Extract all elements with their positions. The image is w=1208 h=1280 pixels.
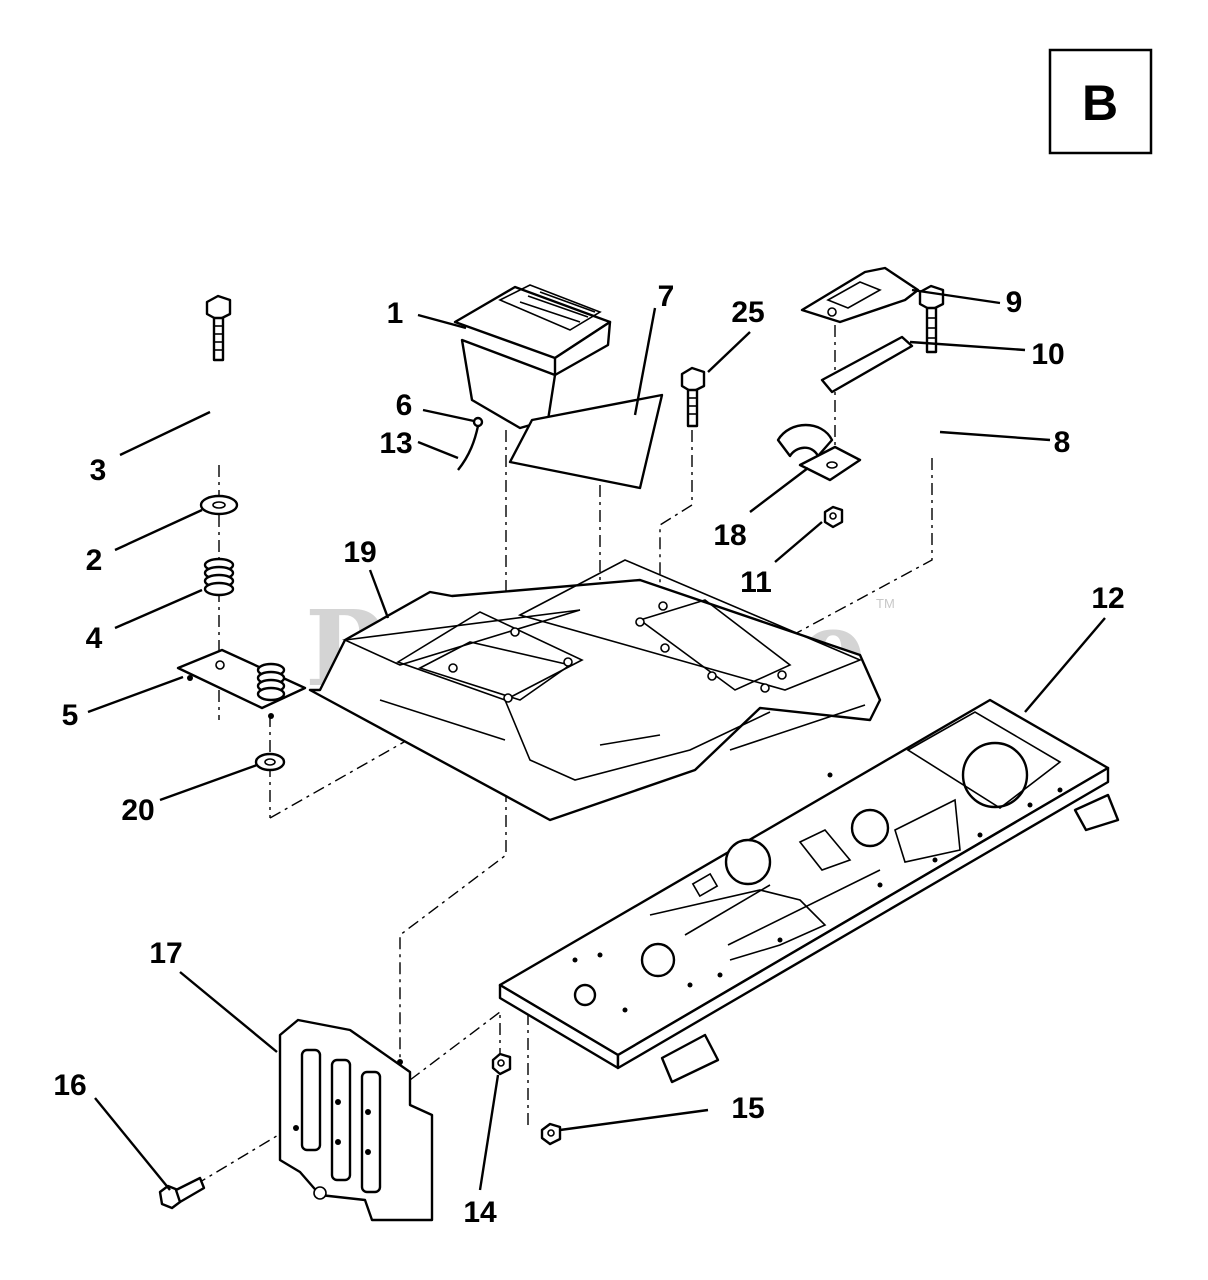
callout-5: 5	[62, 699, 79, 732]
part-bolt-16	[158, 1176, 206, 1210]
part-nut-14	[491, 1052, 512, 1076]
part-spring-plate	[176, 648, 307, 719]
part-bolt-3	[205, 294, 232, 362]
part-washer-20	[254, 752, 286, 772]
callout-11: 11	[740, 566, 772, 599]
part-cover-plate	[800, 266, 920, 324]
callout-25: 25	[731, 296, 764, 329]
callout-9: 9	[1006, 286, 1023, 319]
leader-lines	[87, 288, 1106, 1191]
callout-7: 7	[658, 280, 675, 313]
callout-2: 2	[86, 544, 103, 577]
part-frame	[498, 698, 1120, 1084]
part-nut-15	[540, 1122, 562, 1146]
section-box: B	[1048, 48, 1153, 155]
callout-10: 10	[1031, 338, 1064, 371]
callout-16: 16	[53, 1069, 86, 1102]
part-pin-and-cable	[457, 416, 484, 471]
callout-1: 1	[387, 297, 404, 330]
callout-17: 17	[149, 937, 182, 970]
part-clamp	[776, 423, 862, 482]
callout-labels: 1 2 3 4 5 6 7 8 9 10 11 12 13 14 15 16 1…	[53, 280, 1124, 1229]
callout-12: 12	[1091, 582, 1124, 615]
callout-14: 14	[463, 1196, 497, 1229]
part-storage-bin	[453, 284, 612, 430]
part-spring-4	[203, 557, 235, 597]
part-fender	[308, 559, 882, 822]
callout-8: 8	[1054, 426, 1071, 459]
section-letter: B	[1082, 75, 1118, 131]
callout-3: 3	[90, 454, 107, 487]
callout-15: 15	[731, 1092, 764, 1125]
part-decal	[508, 393, 664, 490]
part-nut-11	[823, 505, 844, 529]
part-front-plate	[278, 1018, 434, 1222]
callout-4: 4	[86, 622, 103, 655]
part-washer-2	[199, 494, 239, 516]
callout-19: 19	[343, 536, 376, 569]
part-bracket-plate	[820, 335, 914, 394]
callout-20: 20	[121, 794, 154, 827]
watermark-trademark: TM	[876, 596, 895, 611]
part-bolt-25	[680, 366, 706, 428]
callout-13: 13	[379, 427, 412, 460]
callout-6: 6	[396, 389, 413, 422]
callout-18: 18	[713, 519, 746, 552]
